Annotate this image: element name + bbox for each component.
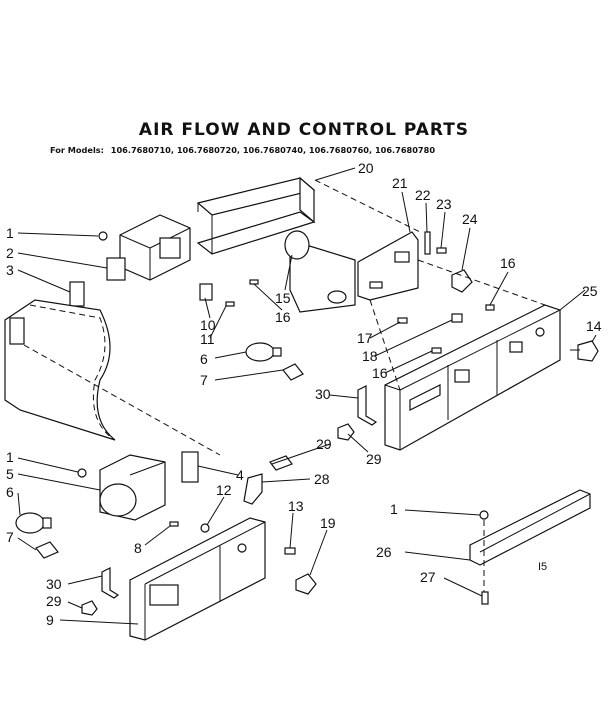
bushing-part-10 [199,283,213,301]
liner-section-part [4,299,116,441]
screw-part-16c [249,279,259,285]
leader-lines [17,167,597,625]
fan-motor-part [99,454,166,521]
callout-6b: 6 [6,484,14,500]
screw-part-16a [485,304,495,311]
screw-part-1b [77,468,87,478]
callout-19: 19 [320,515,336,531]
socket-part-7a [282,363,304,381]
assembly-line [23,344,221,456]
screw-part-1c [479,510,489,520]
callout-2: 2 [6,245,14,261]
callout-27: 27 [420,569,436,585]
bracket-part-30a [357,385,378,426]
control-panel-upper [384,304,561,451]
screw-part-11 [225,301,235,307]
knob-part [570,340,599,362]
callout-3: 3 [6,262,14,278]
callout-29a: 29 [316,436,332,452]
fan-assembly-part [106,214,191,281]
screw-part [436,247,447,254]
bracket-part-3 [69,281,85,307]
callout-6: 6 [200,351,208,367]
diagram-title: AIR FLOW AND CONTROL PARTS [138,120,470,140]
callout-23: 23 [436,196,452,212]
callout-28: 28 [314,471,330,487]
socket-part-7b [35,541,59,559]
screw-part-12 [200,523,210,533]
page-code: I5 [538,561,547,573]
bracket-part-28 [243,473,263,505]
callout-13: 13 [288,498,304,514]
callout-16b: 16 [500,255,516,271]
callout-30b: 30 [46,576,62,592]
screw-part-27 [481,591,489,605]
callout-24: 24 [462,211,478,227]
callout-1c: 1 [390,501,398,517]
callout-20: 20 [358,160,374,176]
callout-8: 8 [134,540,142,556]
trim-strip-part [469,489,591,566]
callout-4: 4 [236,467,244,483]
model-list: For Models: 106.7680710, 106.7680720, 10… [50,145,435,155]
socket-part-29c [81,600,98,616]
knob-part-19 [295,573,317,595]
control-panel-lower [129,517,266,641]
callout-15: 15 [275,290,291,306]
assembly-line [417,259,546,306]
screw-part-16b [431,347,442,354]
callout-14: 14 [586,318,602,334]
callout-7: 7 [200,372,208,388]
callout-5: 5 [6,466,14,482]
assembly-line [369,299,401,391]
bulb-part-6b [15,512,52,534]
callout-16: 16 [275,309,291,325]
duct-cover-part [196,176,316,255]
callout-11: 11 [200,331,215,347]
callout-21: 21 [392,175,408,191]
screw-part-8 [169,521,179,527]
callout-25: 25 [582,283,598,299]
callout-10: 10 [200,317,216,333]
bracket-part-4 [181,451,199,483]
callout-29b: 29 [366,451,382,467]
callout-18: 18 [362,348,378,364]
clip-part-13 [284,547,296,555]
callout-17: 17 [357,330,373,346]
callout-22: 22 [415,187,431,203]
thermostat-part [451,269,473,293]
clip-part-18 [451,313,463,323]
callout-9: 9 [46,612,54,628]
callout-12: 12 [216,482,232,498]
callout-30a: 30 [315,386,331,402]
models-numbers: 106.7680710, 106.7680720, 106.7680740, 1… [110,145,436,155]
bulb-part-6a [245,342,282,362]
screw-part-17 [397,317,408,324]
callout-7b: 7 [6,529,14,545]
control-housing-part [357,231,419,301]
screw-part-1a [98,231,108,241]
callout-1b: 1 [6,449,14,465]
bracket-part-30b [101,567,120,599]
rod-part [424,231,431,255]
damper-bracket-part [284,230,356,313]
models-label: For Models: [50,145,104,155]
callout-26: 26 [376,544,392,560]
callout-29c: 29 [46,593,62,609]
callout-1: 1 [6,225,14,241]
callout-16c: 16 [372,365,388,381]
